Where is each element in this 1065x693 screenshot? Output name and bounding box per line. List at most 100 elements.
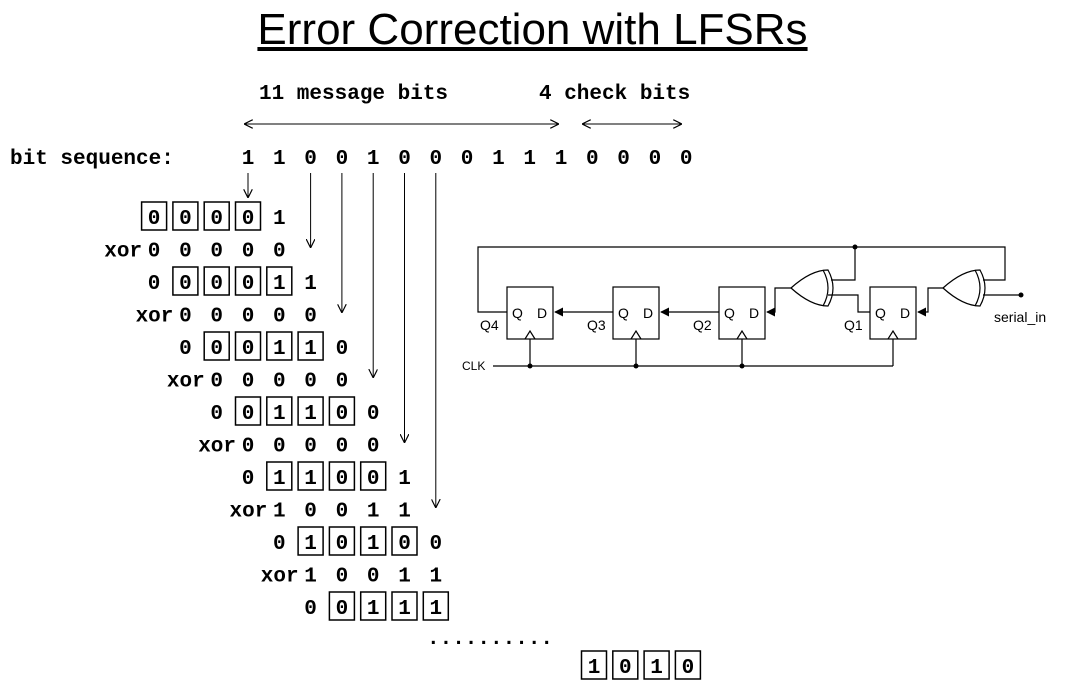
register-cell-box [172, 201, 199, 231]
sequence-bit: 0 [398, 148, 411, 171]
ff-q2-clock-wedge [736, 329, 748, 340]
ff-q4-clock-wedge [524, 329, 536, 340]
xor-bit: 0 [242, 306, 255, 329]
shifted-out-bit: 0 [273, 533, 286, 556]
register-cell-bit: 1 [273, 273, 286, 296]
incoming-bit: 1 [398, 468, 411, 491]
sequence-bit: 1 [492, 148, 505, 171]
wire-xor1-to-d2 [766, 287, 791, 317]
register-cell-bit: 0 [210, 273, 223, 296]
ff-q3-q-pin: Q [618, 305, 629, 321]
feedback-wire [477, 246, 1006, 313]
clk-junction-q4 [527, 363, 533, 369]
register-cell-box [203, 266, 230, 296]
register-cell-box [391, 591, 418, 621]
xor-bit: 0 [336, 501, 349, 524]
xor-bit: 0 [210, 306, 223, 329]
register-cell-bit: 1 [304, 533, 317, 556]
register-cell-box [234, 266, 262, 296]
register-cell-bit: 1 [367, 598, 380, 621]
register-cell-box [359, 461, 387, 491]
register-cell-bit: 1 [304, 338, 317, 361]
register-cell-bit: 0 [367, 468, 380, 491]
xor-label: xor [198, 436, 236, 459]
register-cell-box [297, 396, 324, 426]
xor-label: xor [136, 306, 174, 329]
final-register-bit: 1 [650, 657, 663, 680]
sequence-bit: 1 [555, 148, 568, 171]
ff-q4-d-pin: D [537, 305, 547, 321]
lfsr-circuit: Q D Q D Q D Q D Q4 Q3 Q2 Q1 [462, 244, 1046, 373]
xor-bit: 0 [210, 371, 223, 394]
xor-bit: 0 [336, 371, 349, 394]
incoming-bit: 0 [429, 533, 442, 556]
register-cell-bit: 0 [148, 208, 161, 231]
register-cell-bit: 0 [179, 273, 192, 296]
sequence-bit: 0 [429, 148, 442, 171]
xor-bit: 0 [336, 436, 349, 459]
final-register-bit: 0 [682, 657, 695, 680]
register-cell-box [422, 591, 450, 621]
register-cell-box [328, 396, 356, 426]
sequence-bit: 0 [336, 148, 349, 171]
register-cell-box [297, 331, 324, 361]
register-cell-bit: 1 [367, 533, 380, 556]
xor-bit: 0 [242, 241, 255, 264]
q2-output-label: Q2 [693, 317, 712, 333]
register-cell-box [359, 526, 387, 556]
ff-q2-d-pin: D [749, 305, 759, 321]
shifted-out-bit: 0 [179, 338, 192, 361]
sequence-bit: 1 [273, 148, 286, 171]
register-cell-box [234, 396, 262, 426]
xor-bit: 0 [273, 371, 286, 394]
sequence-bit: 0 [680, 148, 693, 171]
xor-bit: 1 [429, 566, 442, 589]
sequence-bit: 0 [304, 148, 317, 171]
register-cell-bit: 1 [304, 403, 317, 426]
xor-bit: 0 [179, 241, 192, 264]
register-cell-box [140, 201, 168, 231]
ff-q1-q-pin: Q [875, 305, 886, 321]
register-cell-bit: 1 [273, 403, 286, 426]
register-cell-box [391, 526, 418, 556]
xor-label: xor [261, 566, 299, 589]
final-register-bit: 0 [619, 657, 632, 680]
bit-drop-arrows [248, 173, 436, 507]
q3-output-label: Q3 [587, 317, 606, 333]
xor-label: xor [104, 241, 142, 264]
incoming-bit: 1 [273, 208, 286, 231]
ff-q2-q-pin: Q [724, 305, 735, 321]
xor-bit: 0 [367, 436, 380, 459]
slide-title: Error Correction with LFSRs [257, 5, 808, 54]
xor-bit: 0 [273, 241, 286, 264]
register-cell-box [234, 331, 262, 361]
final-register-bit: 1 [588, 657, 601, 680]
xor-bit: 1 [304, 566, 317, 589]
xor-bit: 1 [398, 566, 411, 589]
bit-sequence-label: bit sequence: [10, 148, 174, 171]
final-register-cell-box [580, 650, 608, 680]
serial-in-terminal [1018, 292, 1024, 298]
register-cell-box [234, 201, 262, 231]
xor-bit: 0 [304, 306, 317, 329]
sequence-bit: 0 [649, 148, 662, 171]
sequence-bit: 1 [367, 148, 380, 171]
wire-q1-to-xor1 [828, 294, 870, 313]
xor-bit: 0 [304, 436, 317, 459]
register-cell-bit: 0 [242, 403, 255, 426]
xor-bit: 0 [336, 566, 349, 589]
message-bits-label: 11 message bits [259, 83, 448, 106]
register-cell-bit: 0 [210, 338, 223, 361]
xor-bit: 1 [367, 501, 380, 524]
xor-gate-2 [942, 269, 986, 307]
xor-label: xor [229, 501, 267, 524]
register-cell-box [266, 266, 293, 296]
final-register-cell-box [674, 650, 702, 680]
shifted-out-bit: 0 [304, 598, 317, 621]
